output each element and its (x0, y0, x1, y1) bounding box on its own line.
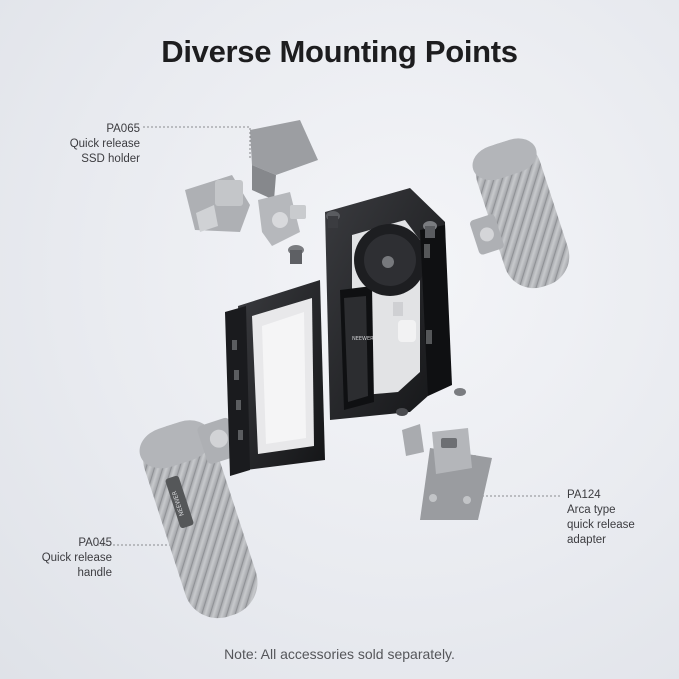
callout-pa124: PA124 Arca type quick release adapter (567, 488, 667, 548)
callout-pa124-line3: adapter (567, 534, 607, 546)
callout-pa065-code: PA065 (106, 123, 140, 135)
page-title: Diverse Mounting Points (161, 34, 518, 69)
callout-pa065-line1: Quick release (69, 138, 140, 150)
callout-pa045-line2: handle (77, 567, 112, 579)
callout-pa124-code: PA124 (567, 489, 601, 501)
callout-pa124-line1: Arca type (567, 504, 616, 516)
callout-pa065-line2: SSD holder (81, 153, 140, 165)
callout-pa045-line1: Quick release (41, 552, 112, 564)
footnote: Note: All accessories sold separately. (224, 646, 455, 662)
arca-adapter (402, 424, 492, 520)
callout-pa045: PA045 Quick release handle (10, 536, 112, 581)
callout-pa045-code: PA045 (78, 537, 112, 549)
ssd-holder (185, 120, 318, 246)
cage-brand: NEEWER (352, 336, 374, 342)
top-right-handle (470, 138, 570, 289)
callout-pa065: PA065 Quick release SSD holder (24, 122, 140, 167)
phone-cage: NEEWER (225, 188, 466, 476)
callout-pa124-line2: quick release (567, 519, 635, 531)
